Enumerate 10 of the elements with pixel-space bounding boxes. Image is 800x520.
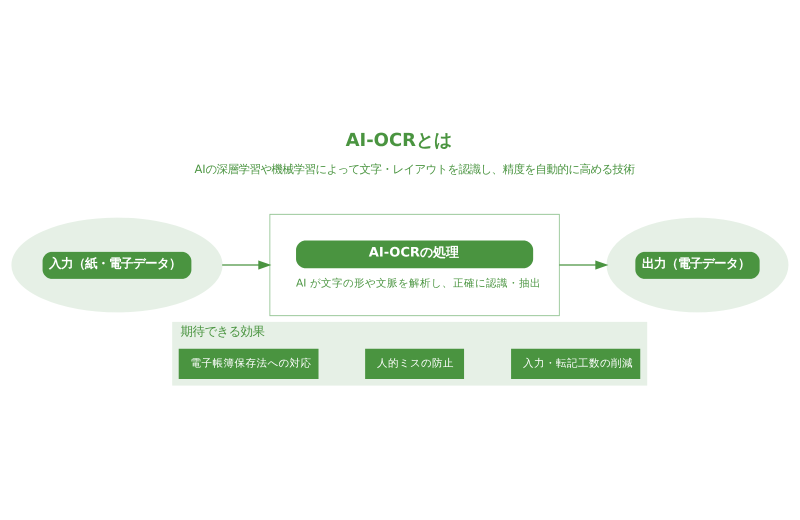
node-box: 入力・転記工数の削減 bbox=[511, 348, 640, 379]
diagram-title: AI-OCRとは bbox=[346, 130, 452, 151]
arrow bbox=[222, 260, 272, 270]
node-box: AI-OCRの処理 AI が文字の形や文脈を解析し、正確に認識・抽出 bbox=[269, 213, 560, 316]
arrow bbox=[559, 260, 608, 270]
label: AIの深層学習や機械学習によって文字・レイアウトを認識し、精度を自動的に高める技術 bbox=[194, 162, 635, 176]
node-ellipse: 入力（紙・電子データ） bbox=[11, 217, 223, 312]
node-box: 人的ミスの防止 bbox=[365, 348, 464, 379]
node-ellipse: 出力（電子データ） bbox=[606, 217, 788, 312]
node-box: 電子帳簿保存法への対応 bbox=[178, 348, 319, 379]
